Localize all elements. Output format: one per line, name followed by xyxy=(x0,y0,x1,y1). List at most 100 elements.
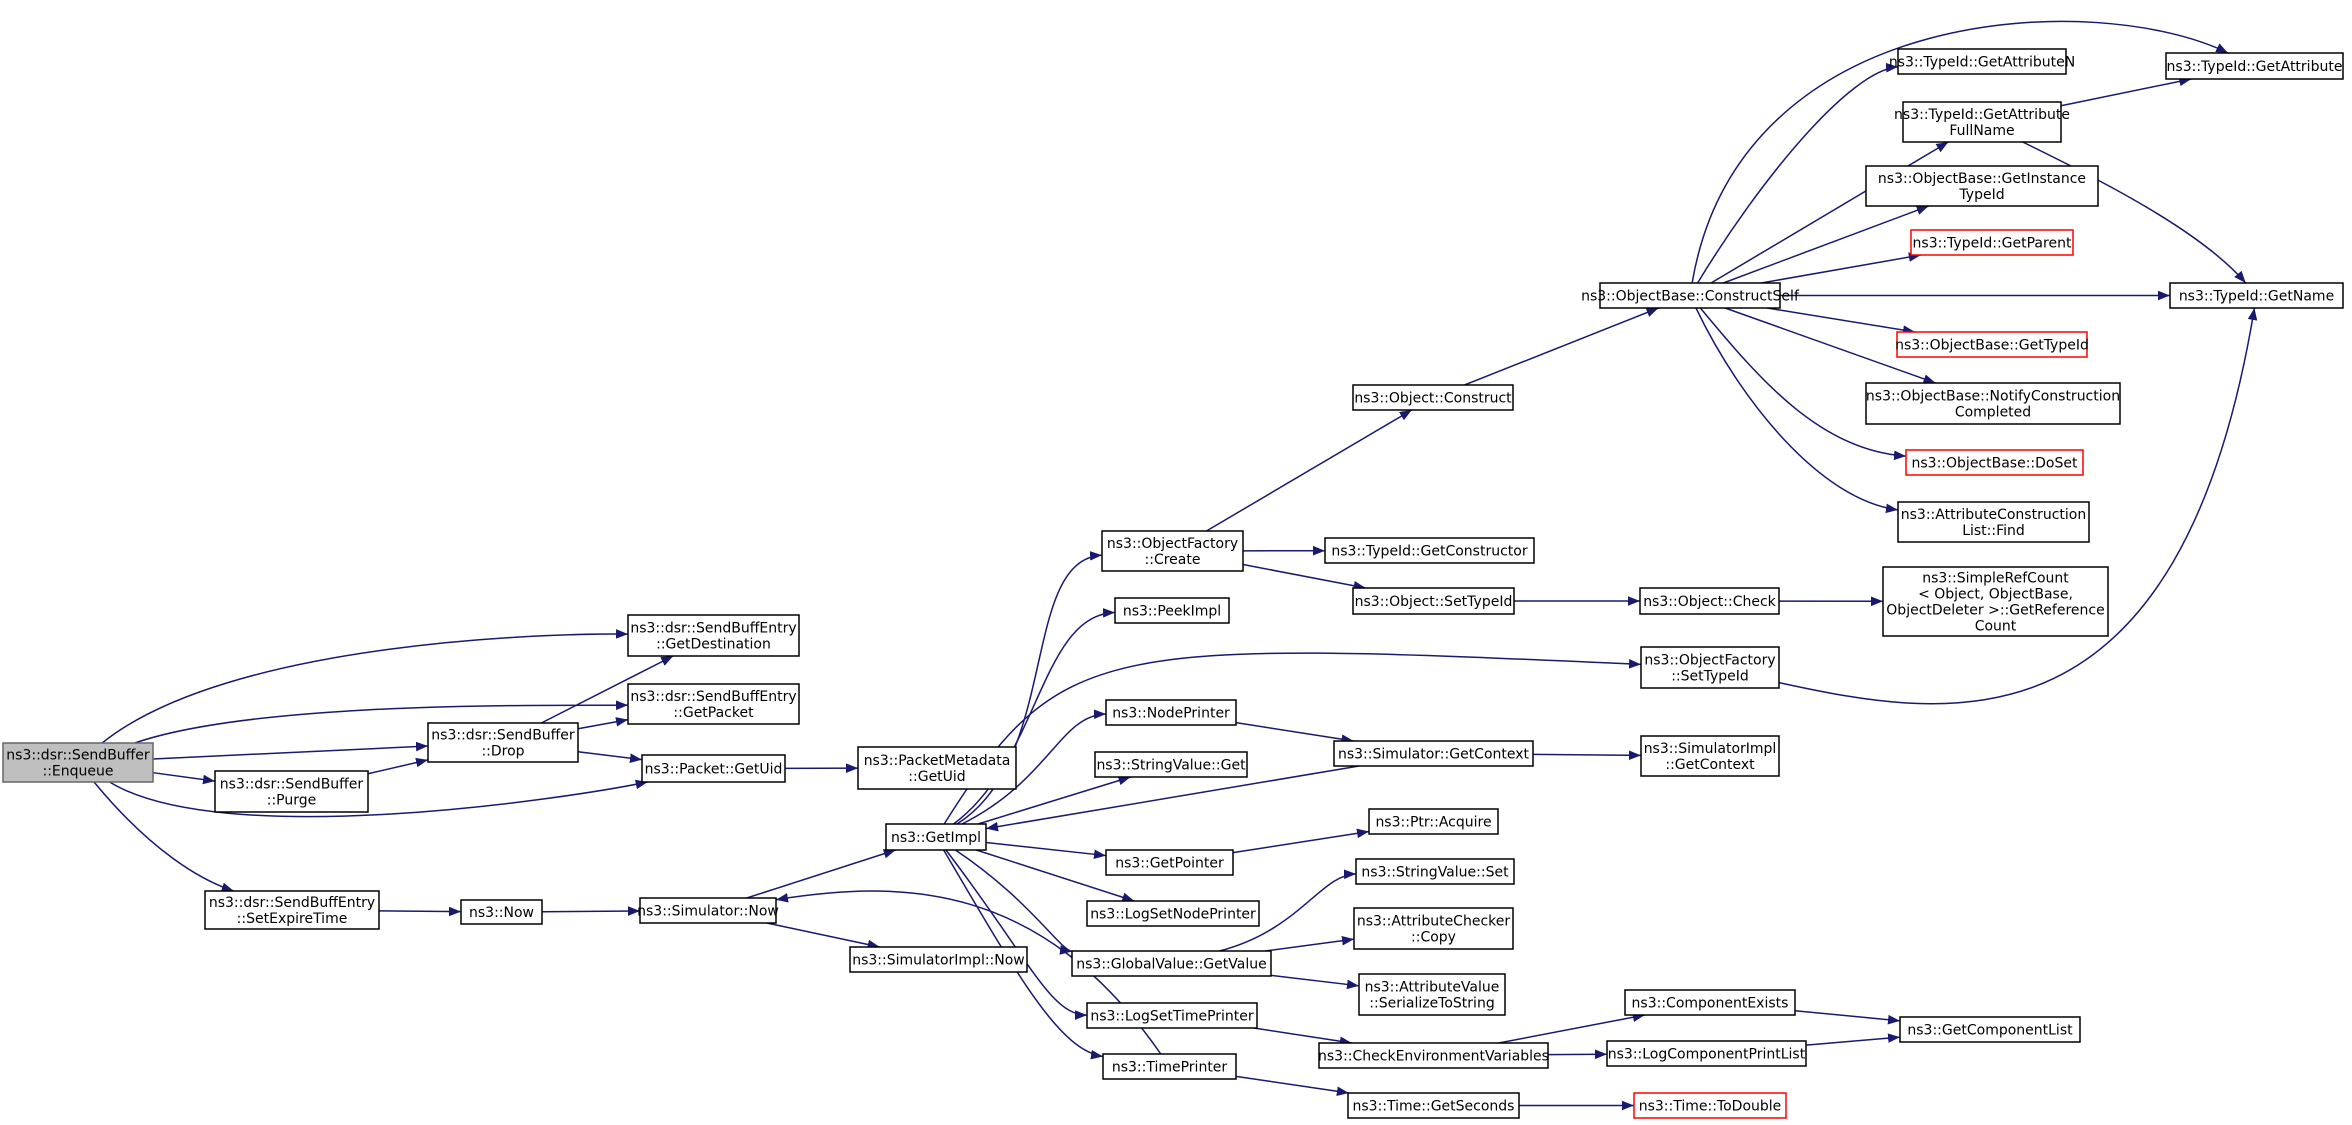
node-ofsettypeid[interactable]: ns3::ObjectFactory::SetTypeId xyxy=(1640,646,1780,689)
node-box[interactable] xyxy=(639,897,777,924)
node-getdest[interactable]: ns3::dsr::SendBuffEntry::GetDestination xyxy=(627,614,800,657)
node-drop[interactable]: ns3::dsr::SendBuffer::Drop xyxy=(427,722,579,763)
node-simimplnow[interactable]: ns3::SimulatorImpl::Now xyxy=(849,946,1028,973)
node-getconstructor[interactable]: ns3::TypeId::GetConstructor xyxy=(1324,537,1535,564)
node-box[interactable] xyxy=(1640,646,1780,689)
node-box[interactable] xyxy=(1606,1040,1807,1067)
node-box[interactable] xyxy=(1897,501,2090,543)
node-box[interactable] xyxy=(2165,52,2344,80)
node-box[interactable] xyxy=(1347,1092,1520,1119)
node-box[interactable] xyxy=(627,683,800,725)
node-box[interactable] xyxy=(1105,849,1234,876)
node-nodeprinter[interactable]: ns3::NodePrinter xyxy=(1105,699,1237,726)
node-box[interactable] xyxy=(1114,597,1230,624)
node-box[interactable] xyxy=(1094,751,1248,778)
node-box[interactable] xyxy=(857,746,1017,790)
node-box[interactable] xyxy=(1086,1002,1258,1029)
node-compexists[interactable]: ns3::ComponentExists xyxy=(1624,989,1796,1016)
node-logcompprint[interactable]: ns3::LogComponentPrintList xyxy=(1606,1040,1807,1067)
node-peekimpl[interactable]: ns3::PeekImpl xyxy=(1114,597,1230,624)
node-ptracquire[interactable]: ns3::Ptr::Acquire xyxy=(1368,808,1499,835)
node-box[interactable] xyxy=(1624,989,1796,1016)
node-box[interactable] xyxy=(1086,900,1260,927)
node-checkenv[interactable]: ns3::CheckEnvironmentVariables xyxy=(1318,1042,1549,1069)
node-box[interactable] xyxy=(214,770,369,813)
node-logsetnode[interactable]: ns3::LogSetNodePrinter xyxy=(1086,900,1260,927)
node-constructself[interactable]: ns3::ObjectBase::ConstructSelf xyxy=(1581,282,1800,309)
node-box[interactable] xyxy=(1352,587,1515,615)
node-box[interactable] xyxy=(1353,907,1514,950)
node-pmgetuid[interactable]: ns3::PacketMetadata::GetUid xyxy=(857,746,1017,790)
node-box[interactable] xyxy=(427,722,579,763)
node-doset[interactable]: ns3::ObjectBase::DoSet xyxy=(1905,449,2084,476)
node-box[interactable] xyxy=(1640,735,1780,777)
node-box[interactable] xyxy=(1899,1016,2081,1043)
node-todouble[interactable]: ns3::Time::ToDouble xyxy=(1633,1092,1787,1119)
node-notifyconstr[interactable]: ns3::ObjectBase::NotifyConstructionCompl… xyxy=(1865,382,2121,425)
node-enqueue[interactable]: ns3::dsr::SendBuffer::Enqueue xyxy=(2,742,154,783)
node-obgettypeid[interactable]: ns3::ObjectBase::GetTypeId xyxy=(1895,331,2089,358)
node-box[interactable] xyxy=(1333,740,1534,767)
node-box[interactable] xyxy=(1368,808,1499,835)
node-svget[interactable]: ns3::StringValue::Get xyxy=(1094,751,1248,778)
node-box[interactable] xyxy=(849,946,1028,973)
node-timegetseconds[interactable]: ns3::Time::GetSeconds xyxy=(1347,1092,1520,1119)
node-objsettypeid[interactable]: ns3::Object::SetTypeId xyxy=(1352,587,1515,615)
node-box[interactable] xyxy=(1105,699,1237,726)
node-box[interactable] xyxy=(1910,229,2074,256)
node-box[interactable] xyxy=(1865,165,2099,207)
node-purge[interactable]: ns3::dsr::SendBuffer::Purge xyxy=(214,770,369,813)
node-objconstruct[interactable]: ns3::Object::Construct xyxy=(1352,384,1514,411)
node-box[interactable] xyxy=(1905,449,2084,476)
node-simplerefcount[interactable]: ns3::SimpleRefCount< Object, ObjectBase,… xyxy=(1882,566,2109,637)
node-box[interactable] xyxy=(1902,101,2062,143)
node-setexpire[interactable]: ns3::dsr::SendBuffEntry::SetExpireTime xyxy=(204,890,380,930)
node-getattrn[interactable]: ns3::TypeId::GetAttributeN xyxy=(1889,48,2075,75)
node-objcheck[interactable]: ns3::Object::Check xyxy=(1639,587,1780,615)
node-box[interactable] xyxy=(460,899,543,925)
node-simnow[interactable]: ns3::Simulator::Now xyxy=(637,897,779,924)
node-box[interactable] xyxy=(2169,282,2344,309)
node-accopy[interactable]: ns3::AttributeChecker::Copy xyxy=(1353,907,1514,950)
node-box[interactable] xyxy=(885,823,987,851)
node-getpacket[interactable]: ns3::dsr::SendBuffEntry::GetPacket xyxy=(627,683,800,725)
node-simgetcontext[interactable]: ns3::Simulator::GetContext xyxy=(1333,740,1534,767)
node-box[interactable] xyxy=(1599,282,1781,309)
node-getcomplist[interactable]: ns3::GetComponentList xyxy=(1899,1016,2081,1043)
node-getuid[interactable]: ns3::Packet::GetUid xyxy=(641,754,786,783)
node-svset[interactable]: ns3::StringValue::Set xyxy=(1355,858,1515,885)
node-getpointer[interactable]: ns3::GetPointer xyxy=(1105,849,1234,876)
node-box[interactable] xyxy=(1352,384,1514,411)
node-gvgetvalue[interactable]: ns3::GlobalValue::GetValue xyxy=(1071,950,1272,977)
node-timeprinter[interactable]: ns3::TimePrinter xyxy=(1102,1053,1237,1080)
node-box[interactable] xyxy=(641,754,786,783)
node-box[interactable] xyxy=(1633,1092,1787,1119)
node-logsettime[interactable]: ns3::LogSetTimePrinter xyxy=(1086,1002,1258,1029)
node-box[interactable] xyxy=(1324,537,1535,564)
node-box[interactable] xyxy=(2,742,154,783)
node-getname[interactable]: ns3::TypeId::GetName xyxy=(2169,282,2344,309)
node-box[interactable] xyxy=(1318,1042,1549,1069)
node-box[interactable] xyxy=(1639,587,1780,615)
node-box[interactable] xyxy=(1102,1053,1237,1080)
node-box[interactable] xyxy=(1101,530,1244,572)
node-getparent[interactable]: ns3::TypeId::GetParent xyxy=(1910,229,2074,256)
node-simimplgetcontext[interactable]: ns3::SimulatorImpl::GetContext xyxy=(1640,735,1780,777)
node-now[interactable]: ns3::Now xyxy=(460,899,543,925)
node-box[interactable] xyxy=(1071,950,1272,977)
node-box[interactable] xyxy=(204,890,380,930)
node-box[interactable] xyxy=(1897,48,2067,75)
node-getimpl[interactable]: ns3::GetImpl xyxy=(885,823,987,851)
node-getattribute[interactable]: ns3::TypeId::GetAttribute xyxy=(2165,52,2344,80)
node-ofcreate[interactable]: ns3::ObjectFactory::Create xyxy=(1101,530,1244,572)
node-box[interactable] xyxy=(1882,566,2109,637)
node-avserialize[interactable]: ns3::AttributeValue::SerializeToString xyxy=(1358,973,1506,1016)
node-box[interactable] xyxy=(1355,858,1515,885)
node-box[interactable] xyxy=(627,614,800,657)
node-box[interactable] xyxy=(1865,382,2121,425)
node-box[interactable] xyxy=(1896,331,2088,358)
node-box[interactable] xyxy=(1358,973,1506,1016)
